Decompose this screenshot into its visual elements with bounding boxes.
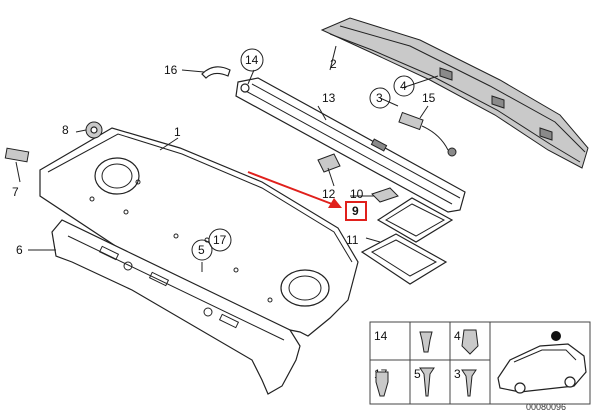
inset-label-3: 3 xyxy=(454,367,461,381)
callout-2: 2 xyxy=(330,57,337,71)
callout-6: 6 xyxy=(16,243,23,257)
callout-13: 13 xyxy=(322,91,336,105)
part-13-roller-blind xyxy=(235,77,466,213)
callout-3: 3 xyxy=(376,91,383,105)
reference-code: 00080096 xyxy=(526,402,566,412)
inset-label-5: 5 xyxy=(414,367,421,381)
part-15-cable xyxy=(398,111,457,157)
part-11-flap xyxy=(360,233,448,285)
callout-4: 4 xyxy=(400,79,407,93)
car-illustration xyxy=(497,331,587,394)
callout-10: 10 xyxy=(350,187,364,201)
callout-17-circle xyxy=(208,228,232,252)
callout-12: 12 xyxy=(322,187,336,201)
part-10-plate xyxy=(371,187,399,203)
callout-3-circle xyxy=(369,87,391,109)
callout-8: 8 xyxy=(62,123,69,137)
callout-11: 11 xyxy=(346,233,359,247)
callout-16: 16 xyxy=(164,63,178,77)
part-12-cover xyxy=(317,153,341,173)
highlight-arrow xyxy=(247,171,342,208)
callout-9: 9 xyxy=(352,204,359,218)
callout-17: 17 xyxy=(213,233,227,247)
callout-14: 14 xyxy=(245,53,259,67)
part-1-parcel-shelf xyxy=(39,127,359,337)
callout-5: 5 xyxy=(198,243,205,257)
part-7-clip xyxy=(4,147,30,163)
callout-5-circle xyxy=(191,239,213,261)
part-16-handle xyxy=(201,66,231,79)
inset-label-14: 14 xyxy=(374,329,388,343)
callout-labels: 1 2 3 4 5 6 7 8 9 10 11 12 13 14 15 16 1… xyxy=(12,48,436,261)
part-2-trim-strip xyxy=(320,17,589,169)
callout-7: 7 xyxy=(12,185,19,199)
inset-label-4: 4 xyxy=(454,329,461,343)
part-9-flap xyxy=(376,197,454,243)
part-6-support-panel xyxy=(51,219,301,395)
hardware-inset: 14 4 17 5 3 xyxy=(369,321,591,405)
part-8-grommet xyxy=(85,121,103,139)
callout-1: 1 xyxy=(174,125,181,139)
callout-15: 15 xyxy=(422,91,436,105)
callout-4-circle xyxy=(393,75,415,97)
callout-9-highlight-box xyxy=(345,201,367,221)
callout-14-circle xyxy=(240,48,264,72)
